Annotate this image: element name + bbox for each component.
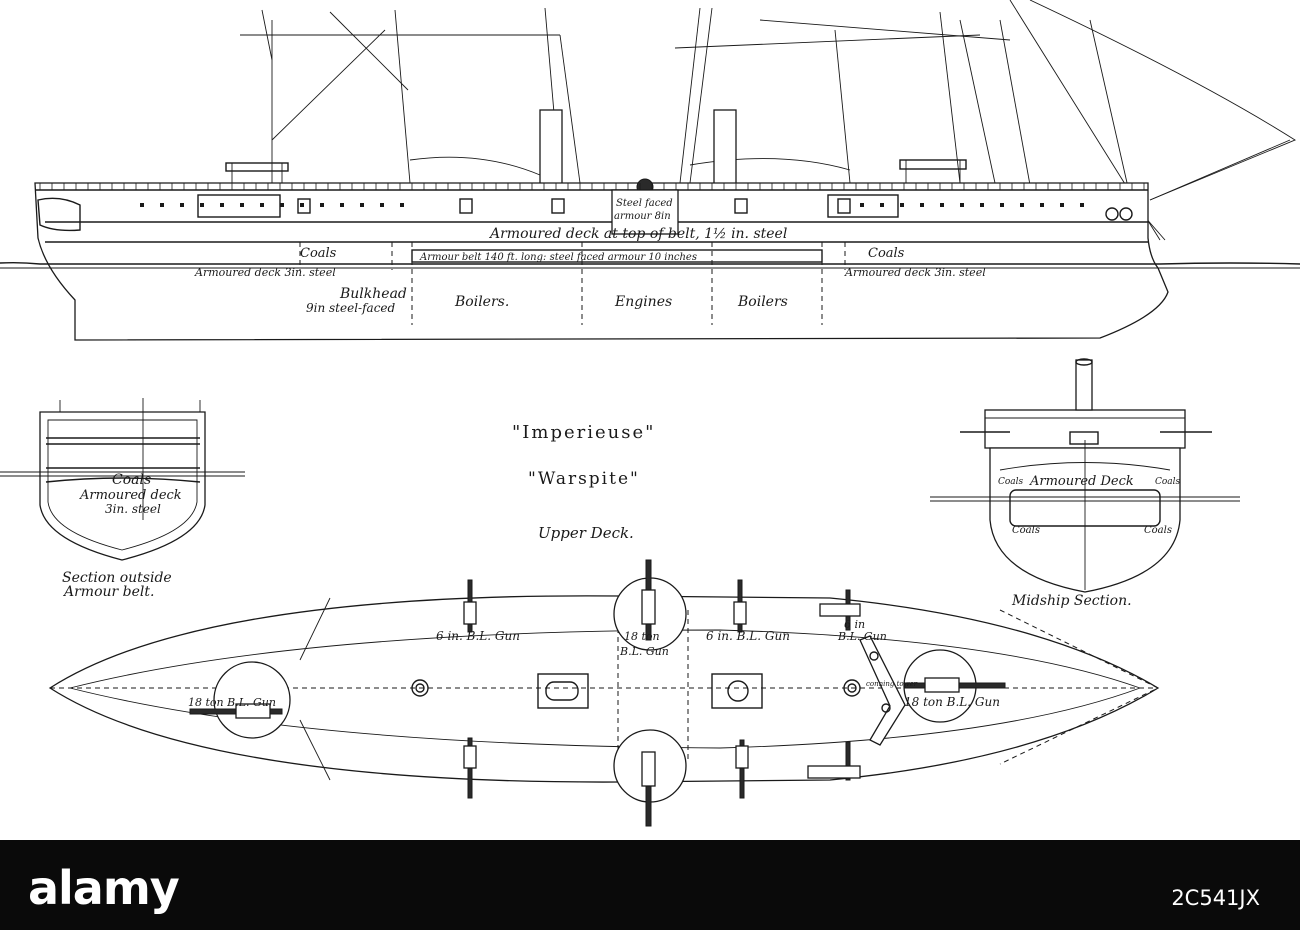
porthole xyxy=(400,203,404,207)
label-midship-coals-right: Coals xyxy=(1155,477,1181,487)
title-warspite: "Warspite" xyxy=(528,469,640,489)
alamy-logo: alamy xyxy=(28,861,180,915)
label-midship-coals-lower-right: Coals xyxy=(1144,525,1172,536)
porthole xyxy=(340,203,344,207)
label-section-armoured-deck: Armoured deck xyxy=(79,488,182,503)
label-midship-coals-lower-left: Coals xyxy=(1012,525,1040,536)
porthole xyxy=(1020,203,1024,207)
label-section-coals: Coals xyxy=(112,472,151,488)
funnel-aft xyxy=(713,109,737,187)
portholes xyxy=(39,183,1145,207)
funnel-fwd xyxy=(539,109,563,187)
title-imperieuse: "Imperieuse" xyxy=(512,422,655,443)
bridges xyxy=(225,159,967,183)
porthole xyxy=(200,203,204,207)
label-engines: Engines xyxy=(614,294,672,310)
titles: "Imperieuse" "Warspite" Upper Deck. xyxy=(512,422,655,542)
porthole xyxy=(940,203,944,207)
turret-fwd xyxy=(213,661,291,739)
porthole xyxy=(140,203,144,207)
label-gun-6in-left: 6 in. B.L. Gun xyxy=(436,629,520,643)
bulkheads xyxy=(74,242,846,340)
porthole xyxy=(960,203,964,207)
porthole xyxy=(320,203,324,207)
porthole xyxy=(1080,203,1084,207)
label-boilers-fwd: Boilers. xyxy=(454,294,509,310)
midship-section: Coals Armoured Deck Coals Coals Coals Mi… xyxy=(930,358,1240,609)
label-gun-18ton-aft: 18 ton B.L. Gun xyxy=(904,695,1000,709)
rigging xyxy=(240,0,1296,241)
deck-fittings xyxy=(411,635,906,746)
side-boxes xyxy=(197,194,899,218)
label-armoured-deck-aft: Armoured deck 3in. steel xyxy=(844,266,986,279)
label-coals-fwd: Coals xyxy=(300,246,337,261)
label-bulkhead-spec: 9in steel-faced xyxy=(306,301,396,315)
porthole xyxy=(1040,203,1044,207)
porthole xyxy=(880,203,884,207)
porthole xyxy=(220,203,224,207)
caption-midship-section: Midship Section. xyxy=(1011,593,1132,609)
label-midship-armoured-deck: Armoured Deck xyxy=(1029,474,1134,489)
porthole xyxy=(240,203,244,207)
porthole xyxy=(280,203,284,207)
label-conning-tower: conning tower xyxy=(866,680,918,688)
porthole xyxy=(920,203,924,207)
label-coals-aft: Coals xyxy=(868,246,905,261)
label-gun-6in-right-b: B.L. Gun xyxy=(837,630,887,643)
porthole xyxy=(1060,203,1064,207)
section-outside-belt: Coals Armoured deck 3in. steel Section o… xyxy=(0,398,245,600)
caption-section-line1: Section outside xyxy=(62,570,172,586)
porthole xyxy=(860,203,864,207)
porthole xyxy=(160,203,164,207)
label-gun-6in-right: 6 in xyxy=(844,618,865,631)
upper-deck-plan: 6 in. B.L. Gun 18 ton B.L. Gun 6 in. B.L… xyxy=(48,559,1160,827)
label-section-steel: 3in. steel xyxy=(105,502,161,516)
label-bulkhead: Bulkhead xyxy=(339,286,407,302)
label-steel-faced: Steel faced xyxy=(616,198,673,209)
label-armour-8in: armour 8in xyxy=(614,211,671,222)
big-guns xyxy=(189,559,1006,827)
label-armour-belt: Armour belt 140 ft. long: steel faced ar… xyxy=(419,252,697,263)
image-id: 2C541JX xyxy=(1171,886,1260,910)
porthole xyxy=(260,203,264,207)
porthole xyxy=(1000,203,1004,207)
label-midship-coals-left: Coals xyxy=(998,477,1024,487)
label-gun-18ton-centre: 18 ton xyxy=(624,630,660,643)
label-armoured-deck-top: Armoured deck at top of belt, 1½ in. ste… xyxy=(488,226,787,242)
porthole xyxy=(380,203,384,207)
label-armoured-deck-fwd: Armoured deck 3in. steel xyxy=(194,266,336,279)
label-gun-6in-mid: 6 in. B.L. Gun xyxy=(706,629,790,643)
waterline xyxy=(0,261,1300,265)
ship-plan-drawing: Armoured deck at top of belt, 1½ in. ste… xyxy=(0,0,1300,827)
porthole xyxy=(180,203,184,207)
porthole xyxy=(300,203,304,207)
six-inch-guns xyxy=(463,579,861,799)
porthole xyxy=(360,203,364,207)
label-gun-18ton-centre-b: B.L. Gun xyxy=(619,645,669,658)
porthole xyxy=(980,203,984,207)
title-upper-deck: Upper Deck. xyxy=(538,524,634,542)
porthole xyxy=(900,203,904,207)
watermark-footer: alamy 2C541JX xyxy=(0,840,1300,930)
label-gun-18ton-fwd: 18 ton B.L. Gun xyxy=(188,696,276,709)
caption-section-line2: Armour belt. xyxy=(62,584,154,600)
label-boilers-aft: Boilers xyxy=(737,294,788,310)
profile-view: Armoured deck at top of belt, 1½ in. ste… xyxy=(0,0,1300,341)
